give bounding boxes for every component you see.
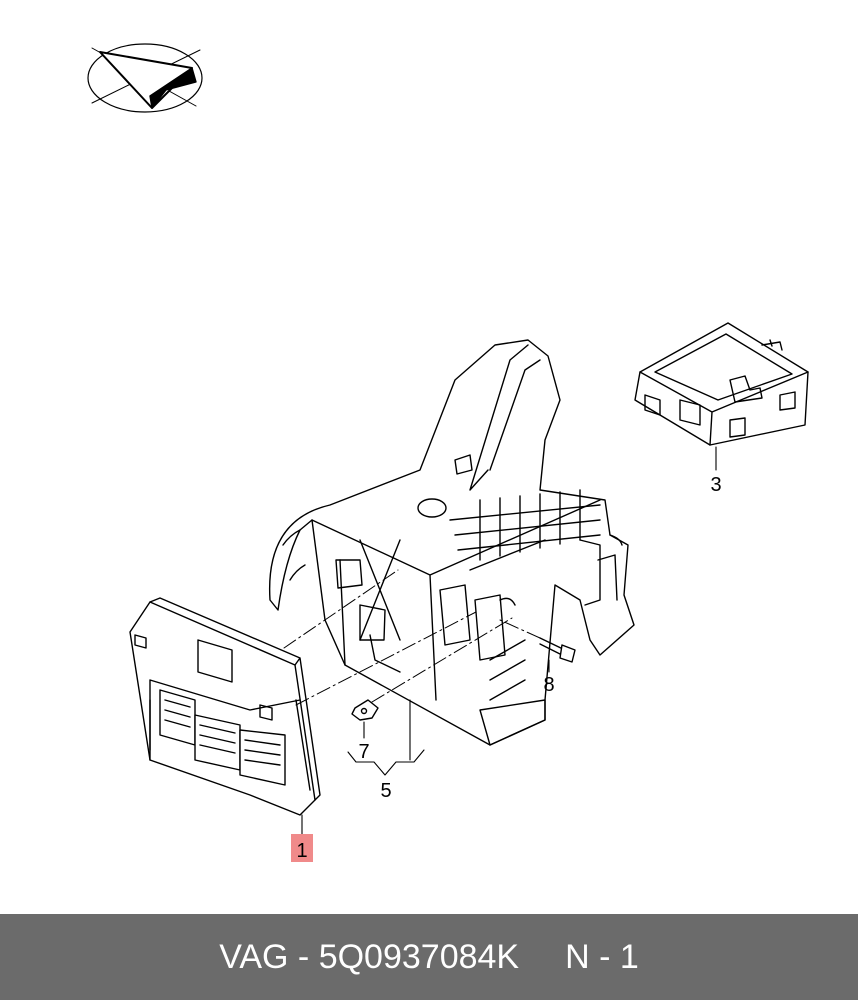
gateway-module-part [634, 322, 809, 446]
callout-1[interactable]: 1 [296, 840, 307, 862]
bracket-part [268, 339, 635, 746]
clip-part [351, 699, 379, 721]
parts-diagram: 1 3 5 7 8 [87, 43, 809, 862]
callout-8[interactable]: 8 [543, 674, 554, 696]
footer-part-number: 5Q0937084K [318, 937, 520, 976]
paper-plane-logo-icon [87, 43, 203, 113]
control-unit-part [129, 597, 321, 816]
callout-1-highlight [291, 834, 313, 862]
bolt-part [539, 637, 576, 663]
footer-position: N - 1 [565, 937, 639, 976]
callout-7[interactable]: 7 [358, 741, 369, 763]
leader-lines [301, 446, 717, 839]
assembly-lines [283, 569, 541, 706]
callout-5[interactable]: 5 [380, 780, 391, 802]
callout-3[interactable]: 3 [710, 474, 721, 496]
footer-brand: VAG [219, 937, 289, 976]
part-number-footer: VAG - 5Q0937084K N - 1 [0, 914, 858, 1000]
footer-separator: - [297, 937, 310, 976]
